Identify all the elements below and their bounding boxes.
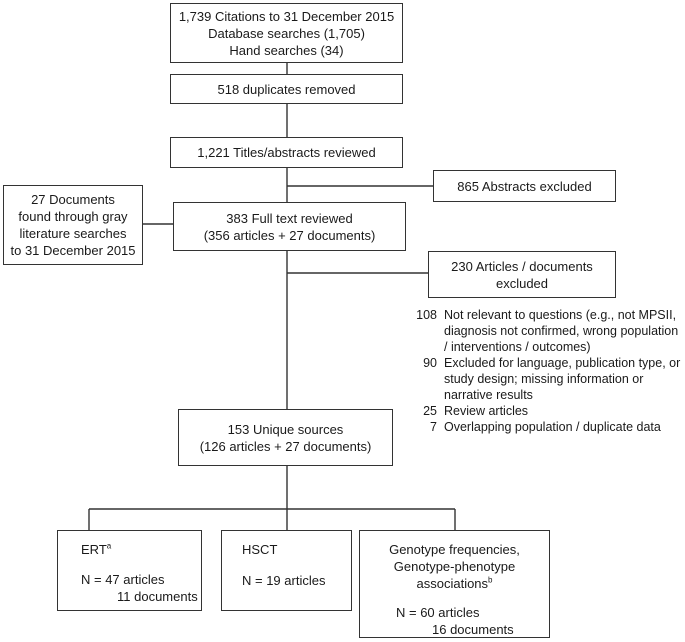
screening-box: 1,221 Titles/abstracts reviewed [170, 137, 403, 168]
exclusion-reason: 25 Review articles [414, 403, 682, 419]
ert-footnote-mark: a [106, 541, 112, 551]
exclusion-reason-count: 90 [423, 356, 437, 370]
exclusion-reason: 90 Excluded for language, publication ty… [414, 355, 682, 403]
unique-sources-line1: 153 Unique sources [227, 421, 344, 437]
genotype-line3-wrap: associationsb [360, 575, 549, 592]
ert-documents: 11 documents [117, 589, 198, 604]
ert-articles: N = 47 articles [81, 572, 165, 587]
identification-line3: Hand searches (34) [229, 42, 344, 58]
genotype-articles: N = 60 articles [396, 605, 480, 620]
excluded-line1: 230 Articles / documents [451, 258, 593, 274]
duplicates-box: 518 duplicates removed [170, 74, 403, 104]
exclusion-reason-text: Excluded for language, publication type,… [444, 356, 681, 402]
excluded-line2: excluded [495, 275, 549, 291]
excluded-box: 230 Articles / documents excluded [428, 251, 616, 298]
duplicates-label: 518 duplicates removed [217, 81, 356, 97]
gray-literature-line1: 27 Documents [31, 192, 115, 207]
genotype-line1: Genotype frequencies, [389, 542, 520, 557]
screening-label: 1,221 Titles/abstracts reviewed [197, 145, 376, 160]
abstracts-excluded-box: 865 Abstracts excluded [433, 170, 616, 202]
exclusion-reason-count: 108 [416, 308, 437, 322]
identification-line1: 1,739 Citations to 31 December 2015 [178, 8, 395, 24]
gray-literature-line4: to 31 December 2015 [10, 243, 136, 258]
exclusion-reason-count: 7 [430, 420, 437, 434]
genotype-line2: Genotype-phenotype [393, 559, 516, 574]
gray-literature-box: 27 Documents found through gray literatu… [3, 185, 143, 265]
genotype-footnote-mark: b [488, 575, 493, 585]
abstracts-excluded-label: 865 Abstracts excluded [457, 178, 592, 194]
hsct-title: HSCT [242, 542, 278, 557]
genotype-documents: 16 documents [432, 622, 514, 637]
hsct-articles: N = 19 articles [242, 573, 326, 588]
hsct-box: HSCT N = 19 articles [221, 530, 352, 611]
exclusion-reason-text: Review articles [444, 404, 529, 418]
exclusion-reason: 7 Overlapping population / duplicate dat… [414, 419, 682, 435]
genotype-box: Genotype frequencies, Genotype-phenotype… [359, 530, 550, 638]
full-text-line1: 383 Full text reviewed [226, 210, 353, 226]
full-text-line2: (356 articles + 27 documents) [203, 227, 376, 243]
exclusion-reason-count: 25 [423, 404, 437, 418]
exclusion-reason: 108 Not relevant to questions (e.g., not… [414, 307, 682, 355]
exclusion-reason-text: Overlapping population / duplicate data [444, 420, 661, 434]
gray-literature-line3: literature searches [19, 226, 127, 241]
exclusion-reason-text: Not relevant to questions (e.g., not MPS… [444, 308, 679, 354]
gray-literature-line2: found through gray [18, 209, 128, 224]
genotype-line3: associations [416, 576, 489, 591]
unique-sources-box: 153 Unique sources (126 articles + 27 do… [178, 409, 393, 466]
full-text-box: 383 Full text reviewed (356 articles + 2… [173, 202, 406, 251]
identification-line2: Database searches (1,705) [208, 25, 365, 41]
ert-title-text: ERT [81, 542, 107, 557]
exclusion-reasons-list: 108 Not relevant to questions (e.g., not… [414, 307, 682, 435]
ert-title: ERTa [81, 541, 201, 558]
identification-box: 1,739 Citations to 31 December 2015 Data… [170, 3, 403, 63]
ert-box: ERTa N = 47 articles 11 documents [57, 530, 202, 611]
unique-sources-line2: (126 articles + 27 documents) [199, 438, 372, 454]
